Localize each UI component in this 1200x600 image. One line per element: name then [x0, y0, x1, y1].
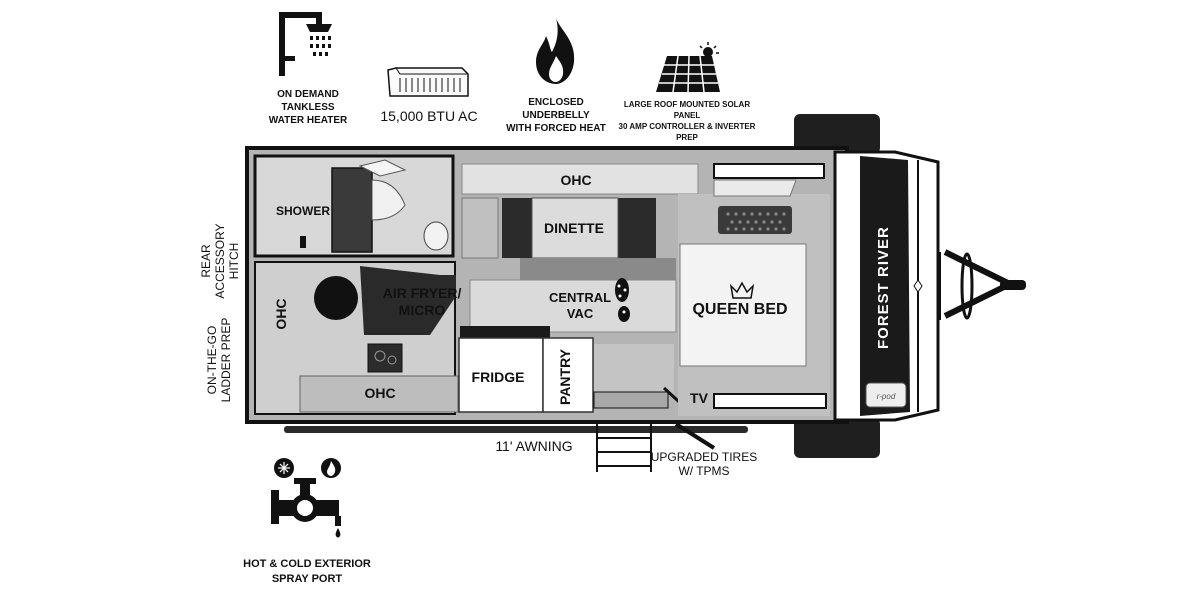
ohc-bottom-label: OHC [364, 385, 396, 401]
dinette-label: DINETTE [544, 220, 604, 236]
entry-steps [596, 424, 652, 472]
fridge-top [460, 326, 550, 340]
air-fryer-label: AIR FRYER/ MICRO [382, 285, 462, 318]
ohc-left-label: OHC [273, 298, 289, 330]
dinette-bench-left [502, 198, 534, 258]
ladder-prep-label: ON-THE-GO LADDER PREP [205, 317, 233, 403]
aisle-floor [469, 279, 677, 333]
queen-bed [679, 243, 807, 367]
awning-label: 11' AWNING [495, 438, 573, 454]
wheel-top [794, 114, 880, 154]
fridge-label: FRIDGE [471, 369, 525, 385]
crown-icon [729, 281, 755, 299]
tv-label: TV [690, 390, 708, 406]
spray-port-icon [271, 458, 341, 538]
badge-label: r-pod [876, 392, 896, 401]
shower-icon [279, 12, 332, 76]
central-vac-label: CENTRAL VAC [548, 290, 612, 321]
ac-unit-icon [387, 67, 469, 97]
flame-icon [536, 18, 575, 84]
underbelly-caption: ENCLOSED UNDERBELLY WITH FORCED HEAT [506, 97, 606, 134]
queen-bed-label: QUEEN BED [692, 301, 788, 318]
ac-caption: 15,000 BTU AC [380, 108, 478, 124]
tires-label: UPGRADED TIRES W/ TPMS [650, 450, 758, 478]
ohc-top [461, 163, 699, 195]
ohc-top-label: OHC [560, 172, 592, 188]
shower-label: SHOWER [276, 204, 330, 218]
wheel-bottom [794, 418, 880, 458]
bed-footwell [713, 393, 827, 409]
rear-hitch-label: REAR ACCESSORY HITCH [199, 223, 241, 299]
roof-vent [713, 163, 825, 179]
water-heater-caption: ON DEMAND TANKLESS WATER HEATER [268, 89, 348, 126]
footprint-icon [615, 278, 630, 322]
brand-label: FOREST RIVER [875, 226, 892, 349]
pantry [542, 337, 594, 413]
solar-caption: LARGE ROOF MOUNTED SOLAR PANEL 30 AMP CO… [618, 100, 756, 142]
spray-port-caption: HOT & COLD EXTERIOR SPRAY PORT [243, 558, 371, 585]
tongue-hitch [939, 249, 1026, 320]
awning-bar [284, 426, 748, 433]
dinette-bench-right [616, 198, 656, 258]
solar-panel-icon [656, 42, 720, 93]
pantry-label: PANTRY [557, 349, 573, 405]
